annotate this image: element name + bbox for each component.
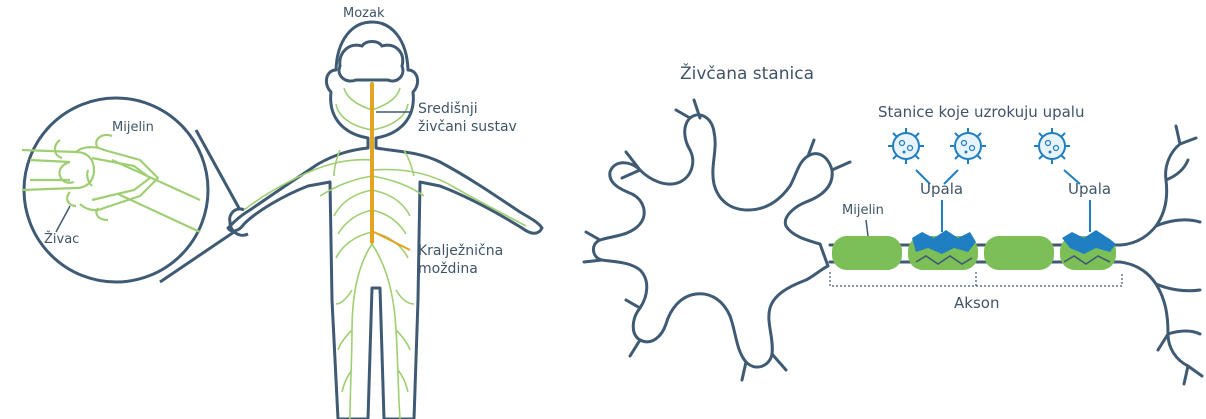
brain-outline bbox=[339, 42, 403, 82]
myelin-label-right: Mijelin bbox=[842, 203, 884, 219]
body-outline bbox=[228, 22, 542, 419]
immune-cell-icon bbox=[1034, 128, 1070, 164]
neuron-cell-body bbox=[593, 115, 832, 367]
immune-cell-icon bbox=[950, 128, 986, 164]
myelin-segment bbox=[832, 236, 902, 270]
axon-terminals bbox=[1120, 126, 1202, 384]
spinal-leader-line bbox=[374, 232, 410, 250]
spinal-cord-label-line2: moždina bbox=[418, 261, 478, 278]
axon-bracket bbox=[830, 272, 1122, 286]
myelin-label-left: Mijelin bbox=[112, 120, 154, 136]
myelin-leader-line bbox=[866, 220, 868, 236]
human-body-figure bbox=[228, 22, 542, 419]
spinal-cord-label-line1: Kralježnična bbox=[418, 243, 503, 260]
inflammatory-cells-label: Stanice koje uzrokuju upalu bbox=[878, 103, 1084, 121]
nerve-label: Živac bbox=[44, 232, 79, 248]
brain-label: Mozak bbox=[343, 6, 385, 22]
cns-label-line1: Središnji bbox=[418, 101, 478, 118]
axon-label: Akson bbox=[954, 294, 999, 312]
cns-label-line2: živčani sustav bbox=[418, 119, 517, 136]
myelin-sheath bbox=[832, 230, 1116, 270]
myelin-segment bbox=[984, 236, 1054, 270]
inflammation-label-2: Upala bbox=[1068, 180, 1111, 198]
inflammation-label-1: Upala bbox=[920, 180, 963, 198]
immune-cell-icon bbox=[888, 128, 924, 164]
neuron-title: Živčana stanica bbox=[680, 64, 814, 84]
